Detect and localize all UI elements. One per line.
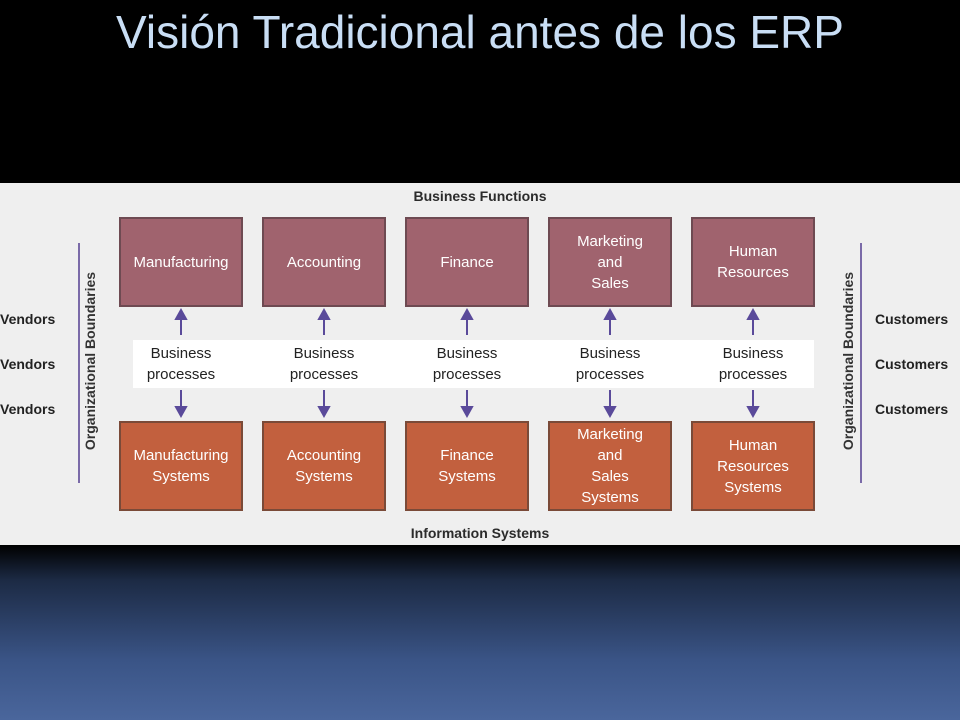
arrow-down-head-3 <box>460 406 474 419</box>
arrow-down-head-4 <box>603 406 617 419</box>
arrow-down-head-5 <box>746 406 760 419</box>
right-boundary-label: Organizational Boundaries <box>840 271 856 451</box>
left-boundary-label: Organizational Boundaries <box>82 271 98 451</box>
arrow-down-head-2 <box>317 406 331 419</box>
process-label-1: Business processes <box>146 345 216 383</box>
arrow-up-head-5 <box>746 307 760 320</box>
customers-label-1: Customers <box>875 311 949 327</box>
vendors-label-1: Vendors <box>0 311 56 327</box>
function-box-manufacturing: Manufacturing <box>119 217 243 307</box>
connector-arrows <box>174 307 760 419</box>
customers-label-2: Customers <box>875 356 949 372</box>
system-box-finance: Finance Systems <box>405 421 529 511</box>
information-systems-label: Information Systems <box>410 525 550 541</box>
arrow-up-head-3 <box>460 307 474 320</box>
business-processes-band <box>133 340 814 388</box>
system-box-human-resources: Human Resources Systems <box>691 421 815 511</box>
vendors-label-2: Vendors <box>0 356 56 372</box>
function-box-human-resources: Human Resources <box>691 217 815 307</box>
right-boundary-line <box>860 243 862 483</box>
function-box-finance: Finance <box>405 217 529 307</box>
slide-title: Visión Tradicional antes de los ERP <box>116 6 844 58</box>
process-label-4: Business processes <box>575 345 645 383</box>
process-label-2: Business processes <box>289 345 359 383</box>
arrow-up-head-2 <box>317 307 331 320</box>
system-box-accounting: Accounting Systems <box>262 421 386 511</box>
system-box-manufacturing: Manufacturing Systems <box>119 421 243 511</box>
arrow-up-head-4 <box>603 307 617 320</box>
function-box-accounting: Accounting <box>262 217 386 307</box>
customers-label-3: Customers <box>875 401 949 417</box>
left-boundary-line <box>78 243 80 483</box>
system-box-marketing-sales: Marketing and Sales Systems <box>548 421 672 511</box>
process-label-5: Business processes <box>718 345 788 383</box>
arrow-down-head-1 <box>174 406 188 419</box>
arrow-up-head-1 <box>174 307 188 320</box>
process-label-3: Business processes <box>432 345 502 383</box>
function-box-marketing-sales: Marketing and Sales <box>548 217 672 307</box>
vendors-label-3: Vendors <box>0 401 56 417</box>
diagram: Business Functions Information Systems M… <box>0 183 960 545</box>
business-functions-label: Business Functions <box>413 188 547 204</box>
